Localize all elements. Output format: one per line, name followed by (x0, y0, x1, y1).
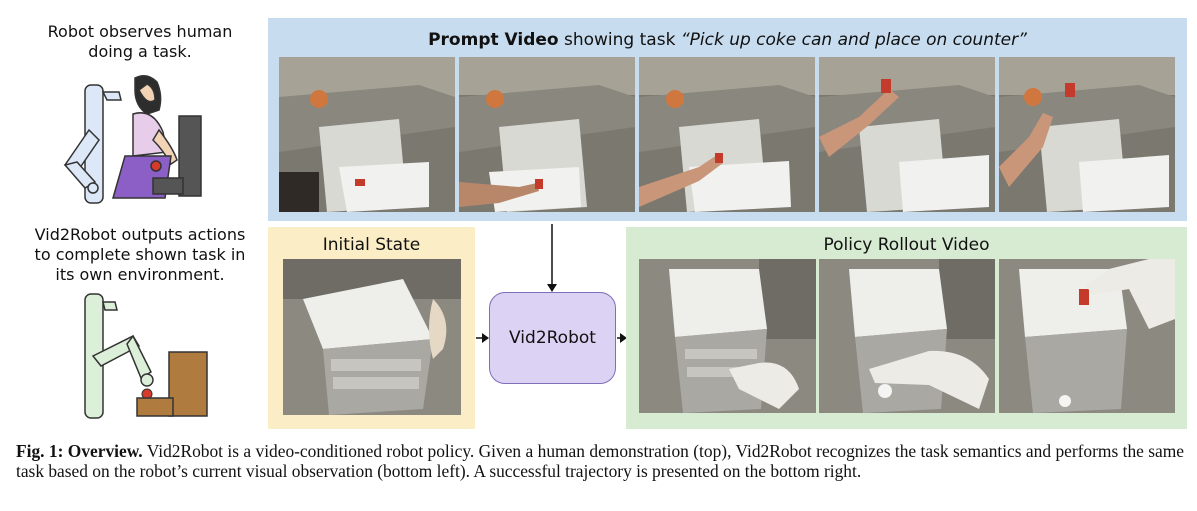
prompt-video-middle: showing task (558, 30, 681, 50)
rollout-frame-1 (639, 259, 816, 413)
prompt-frame-3 (639, 57, 815, 212)
figure-label: Fig. 1: (16, 441, 64, 461)
human-caption-line-2: doing a task. (88, 42, 192, 61)
prompt-frame-4 (819, 57, 995, 212)
human-icon (112, 75, 178, 199)
human-caption-line-1: Robot observes human (47, 22, 233, 41)
robot-caption-line-2: to complete shown task in (34, 245, 246, 264)
arrows-layer (476, 224, 627, 343)
robot-execution-illustration (84, 293, 208, 419)
prompt-frame-5 (999, 57, 1175, 212)
arrow-right-icon-1 (476, 333, 489, 343)
rollout-frame-3 (999, 259, 1175, 413)
rollout-frame-2 (819, 259, 995, 413)
executor-robot-icon (84, 293, 154, 419)
counter-icon (168, 351, 208, 417)
arrow-right-icon-2 (617, 333, 627, 343)
policy-rollout-title: Policy Rollout Video (823, 235, 990, 255)
observer-robot-icon (63, 84, 122, 204)
initial-state-frame (283, 259, 461, 415)
arrow-down-icon (547, 224, 557, 292)
prompt-frame-1 (279, 57, 455, 212)
robot-caption: Vid2Robot outputs actions to complete sh… (20, 225, 260, 285)
robot-caption-line-1: Vid2Robot outputs actions (34, 225, 246, 244)
figure-caption-text: Vid2Robot is a video-conditioned robot p… (16, 441, 1184, 481)
figure-heading: Overview. (67, 441, 143, 461)
robot-caption-line-3: its own environment. (55, 265, 225, 284)
vid2robot-model-node: Vid2Robot (489, 292, 616, 384)
table-icon (178, 115, 202, 197)
initial-state-title: Initial State (322, 235, 421, 255)
prompt-frame-2 (459, 57, 635, 212)
figure-caption: Fig. 1: Overview. Vid2Robot is a video-c… (16, 441, 1184, 481)
human-caption: Robot observes human doing a task. (20, 22, 260, 62)
prompt-task-description: “Pick up coke can and place on counter” (680, 30, 1027, 50)
human-demo-illustration (63, 75, 202, 204)
prompt-video-title: Prompt Video showing task “Pick up coke … (268, 30, 1187, 50)
prompt-video-label: Prompt Video (428, 30, 559, 50)
